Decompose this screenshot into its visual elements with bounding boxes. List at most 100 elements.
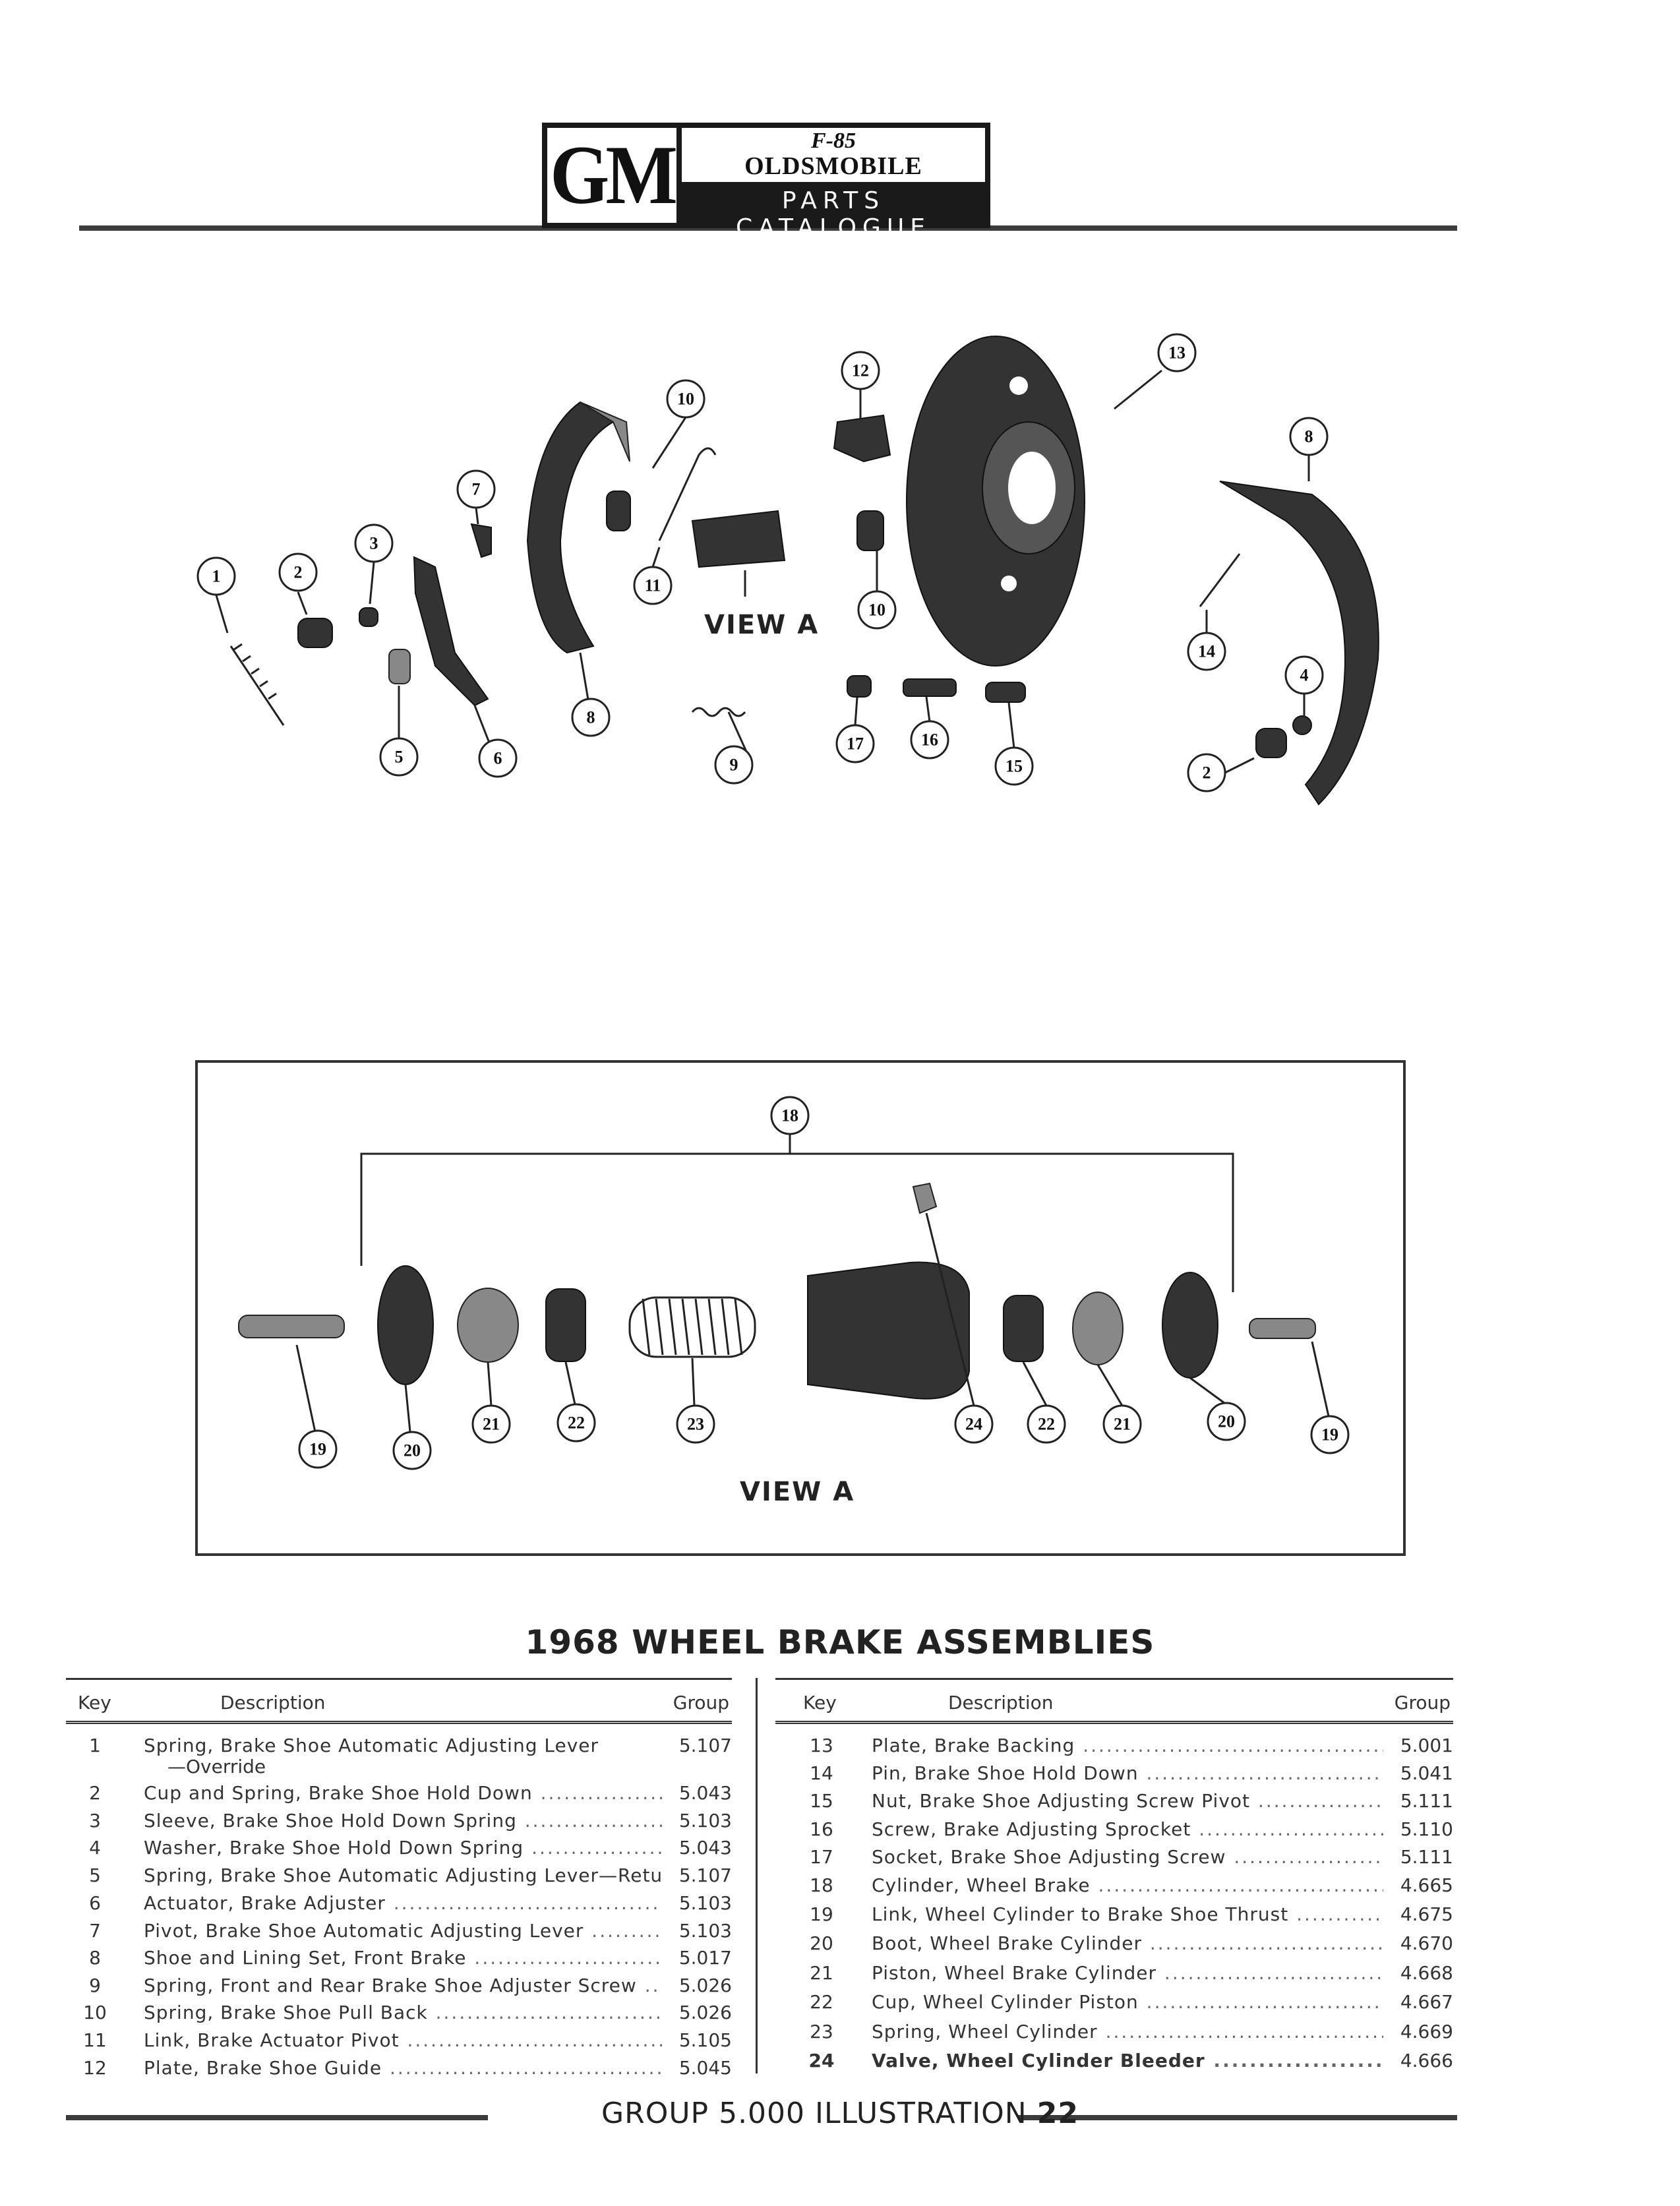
row-key: 23: [810, 2021, 833, 2042]
part-shoe-left: [526, 401, 615, 654]
table-row: 14 Pin, Brake Shoe Hold Down5.041: [775, 1762, 1453, 1789]
row-key: 21: [810, 1962, 833, 1984]
callout-11: 11: [633, 566, 673, 605]
table-header-left: Key Description Group: [66, 1678, 732, 1724]
svg-text:7: 7: [472, 480, 481, 499]
model-logo: F-85: [811, 129, 856, 153]
row-group: 5.107: [662, 1735, 732, 1756]
row-key: 15: [810, 1790, 833, 1812]
part-adjuster-spring: [691, 707, 746, 717]
row-description: Valve, Wheel Cylinder Bleeder: [872, 2050, 1386, 2072]
header-group: Group: [1394, 1692, 1451, 1714]
svg-text:9: 9: [730, 756, 738, 775]
row-key: 12: [83, 2057, 107, 2079]
svg-text:14: 14: [1198, 642, 1215, 661]
row-key: 4: [89, 1837, 101, 1859]
row-key: 11: [83, 2029, 107, 2051]
row-group: 5.111: [1383, 1846, 1453, 1868]
header-description: Description: [220, 1692, 326, 1714]
row-group: 5.103: [662, 1892, 732, 1914]
row-description: Cup, Wheel Cylinder Piston: [872, 1991, 1386, 2013]
callout-1: 1: [196, 556, 236, 596]
header-key: Key: [803, 1692, 837, 1714]
row-description-continuation: —Override: [167, 1756, 266, 1777]
row-group: 4.670: [1383, 1932, 1453, 1954]
part-guide-plate: [833, 414, 891, 463]
part-return-spring: [388, 649, 411, 684]
callout-2-right: 2: [1187, 753, 1226, 792]
svg-text:16: 16: [921, 730, 938, 750]
callout-8-right: 8: [1289, 417, 1329, 456]
callout-2: 2: [278, 552, 318, 592]
svg-text:2: 2: [1203, 763, 1211, 783]
row-group: 5.105: [662, 2029, 732, 2051]
row-group: 5.041: [1383, 1762, 1453, 1784]
row-description: Shoe and Lining Set, Front Brake: [144, 1947, 665, 1969]
row-group: 4.667: [1383, 1991, 1453, 2013]
row-description: Sleeve, Brake Shoe Hold Down Spring: [144, 1810, 665, 1832]
callout-15: 15: [994, 746, 1034, 786]
part-backing-plate: [906, 336, 1085, 667]
gm-logo-text: GM: [550, 129, 678, 222]
view-a-frame: [195, 1060, 1406, 1556]
row-description: Piston, Wheel Brake Cylinder: [872, 1962, 1386, 1984]
footer-illustration-number: 22: [1036, 2097, 1079, 2130]
gm-parts-catalogue-logo: GM F-85 OLDSMOBILE PARTS CATALOGUE: [542, 123, 990, 241]
row-group: 5.110: [1383, 1818, 1453, 1840]
row-description: Pin, Brake Shoe Hold Down: [872, 1762, 1386, 1784]
part-shoe-right: [1219, 481, 1379, 806]
header-description: Description: [948, 1692, 1054, 1714]
callout-8-left: 8: [571, 698, 611, 737]
row-group: 5.017: [662, 1947, 732, 1969]
svg-text:10: 10: [868, 601, 885, 620]
row-description: Spring, Brake Shoe Automatic Adjusting L…: [144, 1864, 665, 1886]
row-group: 4.675: [1383, 1903, 1453, 1925]
row-group: 5.026: [662, 1975, 732, 1996]
row-group: 5.045: [662, 2057, 732, 2079]
row-description: Spring, Brake Shoe Automatic Adjusting L…: [144, 1735, 599, 1756]
part-wheel-cylinder-small: [691, 510, 786, 568]
catalog-label: PARTS CATALOGUE: [736, 187, 931, 241]
row-description: Socket, Brake Shoe Adjusting Screw: [872, 1846, 1386, 1868]
illustration-footer: GROUP 5.000 ILLUSTRATION 22: [0, 2097, 1680, 2130]
row-key: 14: [810, 1762, 833, 1784]
svg-text:8: 8: [1305, 427, 1313, 446]
row-group: 5.103: [662, 1810, 732, 1832]
row-group: 4.668: [1383, 1962, 1453, 1984]
callout-10-right: 10: [857, 590, 897, 630]
callout-6: 6: [478, 738, 518, 778]
row-group: 4.666: [1383, 2050, 1453, 2072]
svg-text:15: 15: [1005, 757, 1023, 776]
callouts-top: 1 2 3 7 5 6 8 10 11 9 12 10 17 16 15 13 …: [196, 333, 1329, 792]
row-key: 20: [810, 1932, 833, 1954]
svg-text:17: 17: [847, 734, 864, 754]
row-key: 2: [89, 1782, 101, 1804]
exploded-brake-diagram: 1 2 3 7 5 6 8 10 11 9 12 10 17 16 15 13 …: [196, 333, 1379, 806]
header-key: Key: [78, 1692, 111, 1714]
part-link: [658, 447, 717, 541]
table-title: 1968 WHEEL BRAKE ASSEMBLIES: [525, 1623, 1155, 1661]
row-description: Plate, Brake Backing: [872, 1735, 1386, 1756]
svg-text:4: 4: [1300, 666, 1309, 685]
row-key: 5: [89, 1864, 101, 1886]
row-group: 5.043: [662, 1782, 732, 1804]
row-group: 5.001: [1383, 1735, 1453, 1756]
